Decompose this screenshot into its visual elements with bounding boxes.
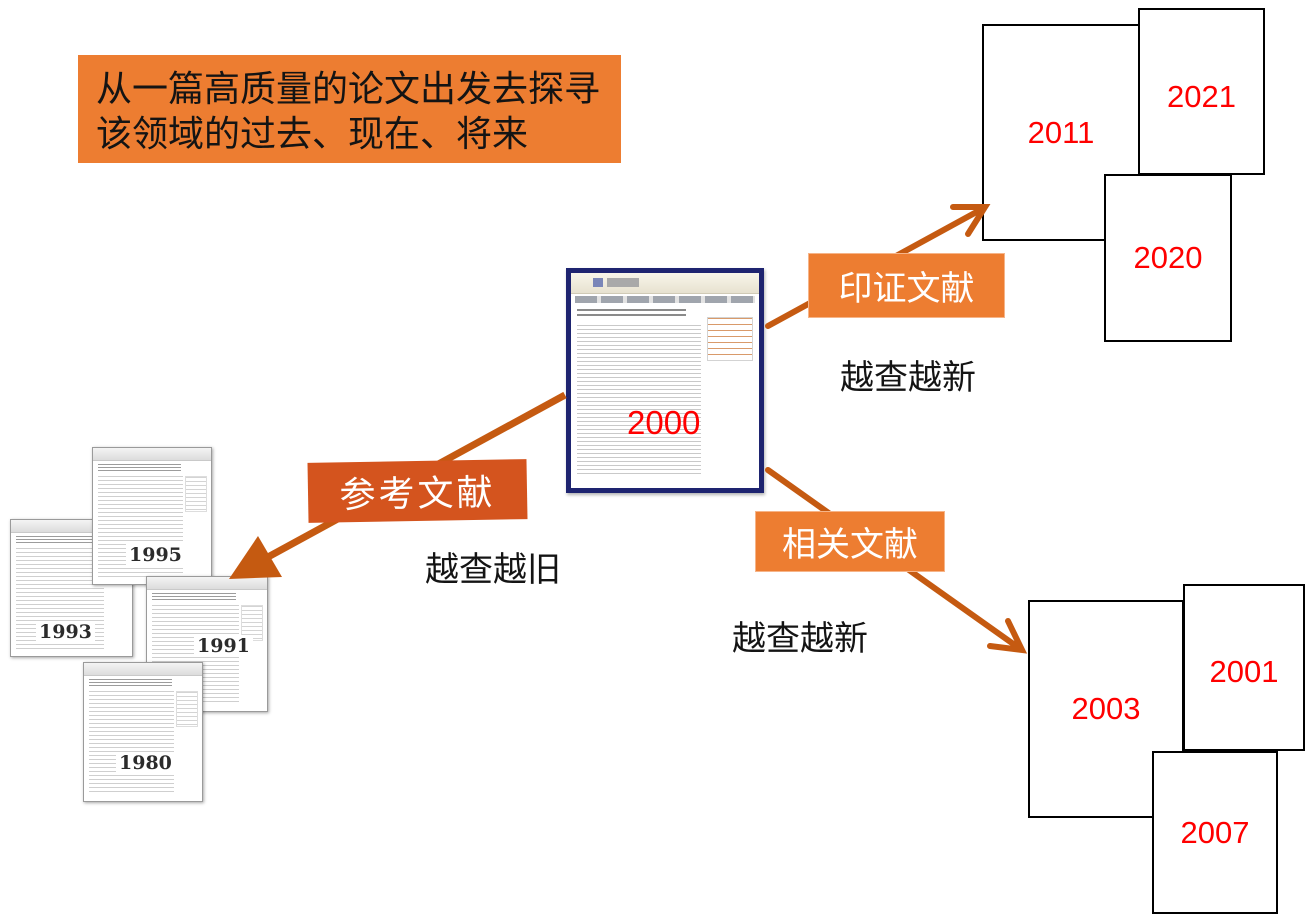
citation-arrowhead: [950, 204, 991, 237]
center-paper-year: 2000: [627, 404, 701, 441]
title-line-2: 该领域的过去、现在、将来: [96, 114, 529, 155]
citation-paper-box: 2020: [1104, 174, 1232, 342]
paper-header-bar: [147, 577, 267, 590]
paper-sidebar: [185, 476, 207, 512]
paper-title-lines: [152, 593, 236, 600]
paper-sidebar: [707, 317, 753, 361]
reference-paper-thumbnail: 1991: [146, 576, 268, 712]
related-arrowhead: [987, 618, 1028, 654]
reference-paper-year: 1980: [116, 752, 175, 774]
paper-header-bar: [84, 663, 202, 676]
related-label: 相关文献: [755, 511, 945, 572]
reference-paper-year: 1995: [126, 544, 185, 566]
paper-text-lines: [577, 325, 701, 476]
reference-paper-thumbnail: 1995: [92, 447, 212, 585]
related-caption: 越查越新: [732, 619, 868, 659]
paper-header-bar: [93, 448, 211, 461]
paper-title-lines: [89, 679, 172, 686]
reference-paper-year: 1993: [36, 621, 95, 643]
paper-nav-bar: [575, 296, 755, 303]
reference-paper-thumbnail: 1980: [83, 662, 203, 802]
related-paper-year: 2007: [1180, 814, 1250, 850]
center-paper-thumbnail: 2000: [566, 268, 764, 493]
paper-title-lines: [98, 464, 181, 471]
citation-paper-box: 2021: [1138, 8, 1265, 175]
related-paper-box: 2007: [1152, 751, 1278, 914]
citation-caption: 越查越新: [840, 358, 976, 398]
paper-text-lines: [89, 691, 174, 795]
title-line-1: 从一篇高质量的论文出发去探寻: [96, 69, 601, 110]
reference-arrowhead: [229, 536, 282, 579]
citation-label: 印证文献: [808, 253, 1005, 318]
citation-paper-year: 2021: [1167, 78, 1236, 114]
related-paper-year: 2003: [1071, 691, 1141, 726]
citation-paper-year: 2011: [1027, 114, 1095, 150]
related-paper-year: 2001: [1209, 653, 1279, 689]
related-paper-box: 2001: [1183, 584, 1305, 751]
reference-paper-year: 1991: [194, 635, 253, 657]
related-paper-box: 2003: [1028, 600, 1184, 818]
reference-label: 参考文献: [307, 459, 528, 523]
paper-sidebar: [176, 691, 198, 727]
paper-title-lines: [16, 536, 101, 543]
paper-logo: [593, 278, 639, 287]
reference-caption: 越查越旧: [425, 550, 561, 590]
title-box: 从一篇高质量的论文出发去探寻 该领域的过去、现在、将来: [78, 55, 621, 163]
paper-title-lines: [577, 309, 687, 319]
citation-paper-year: 2020: [1133, 240, 1203, 275]
